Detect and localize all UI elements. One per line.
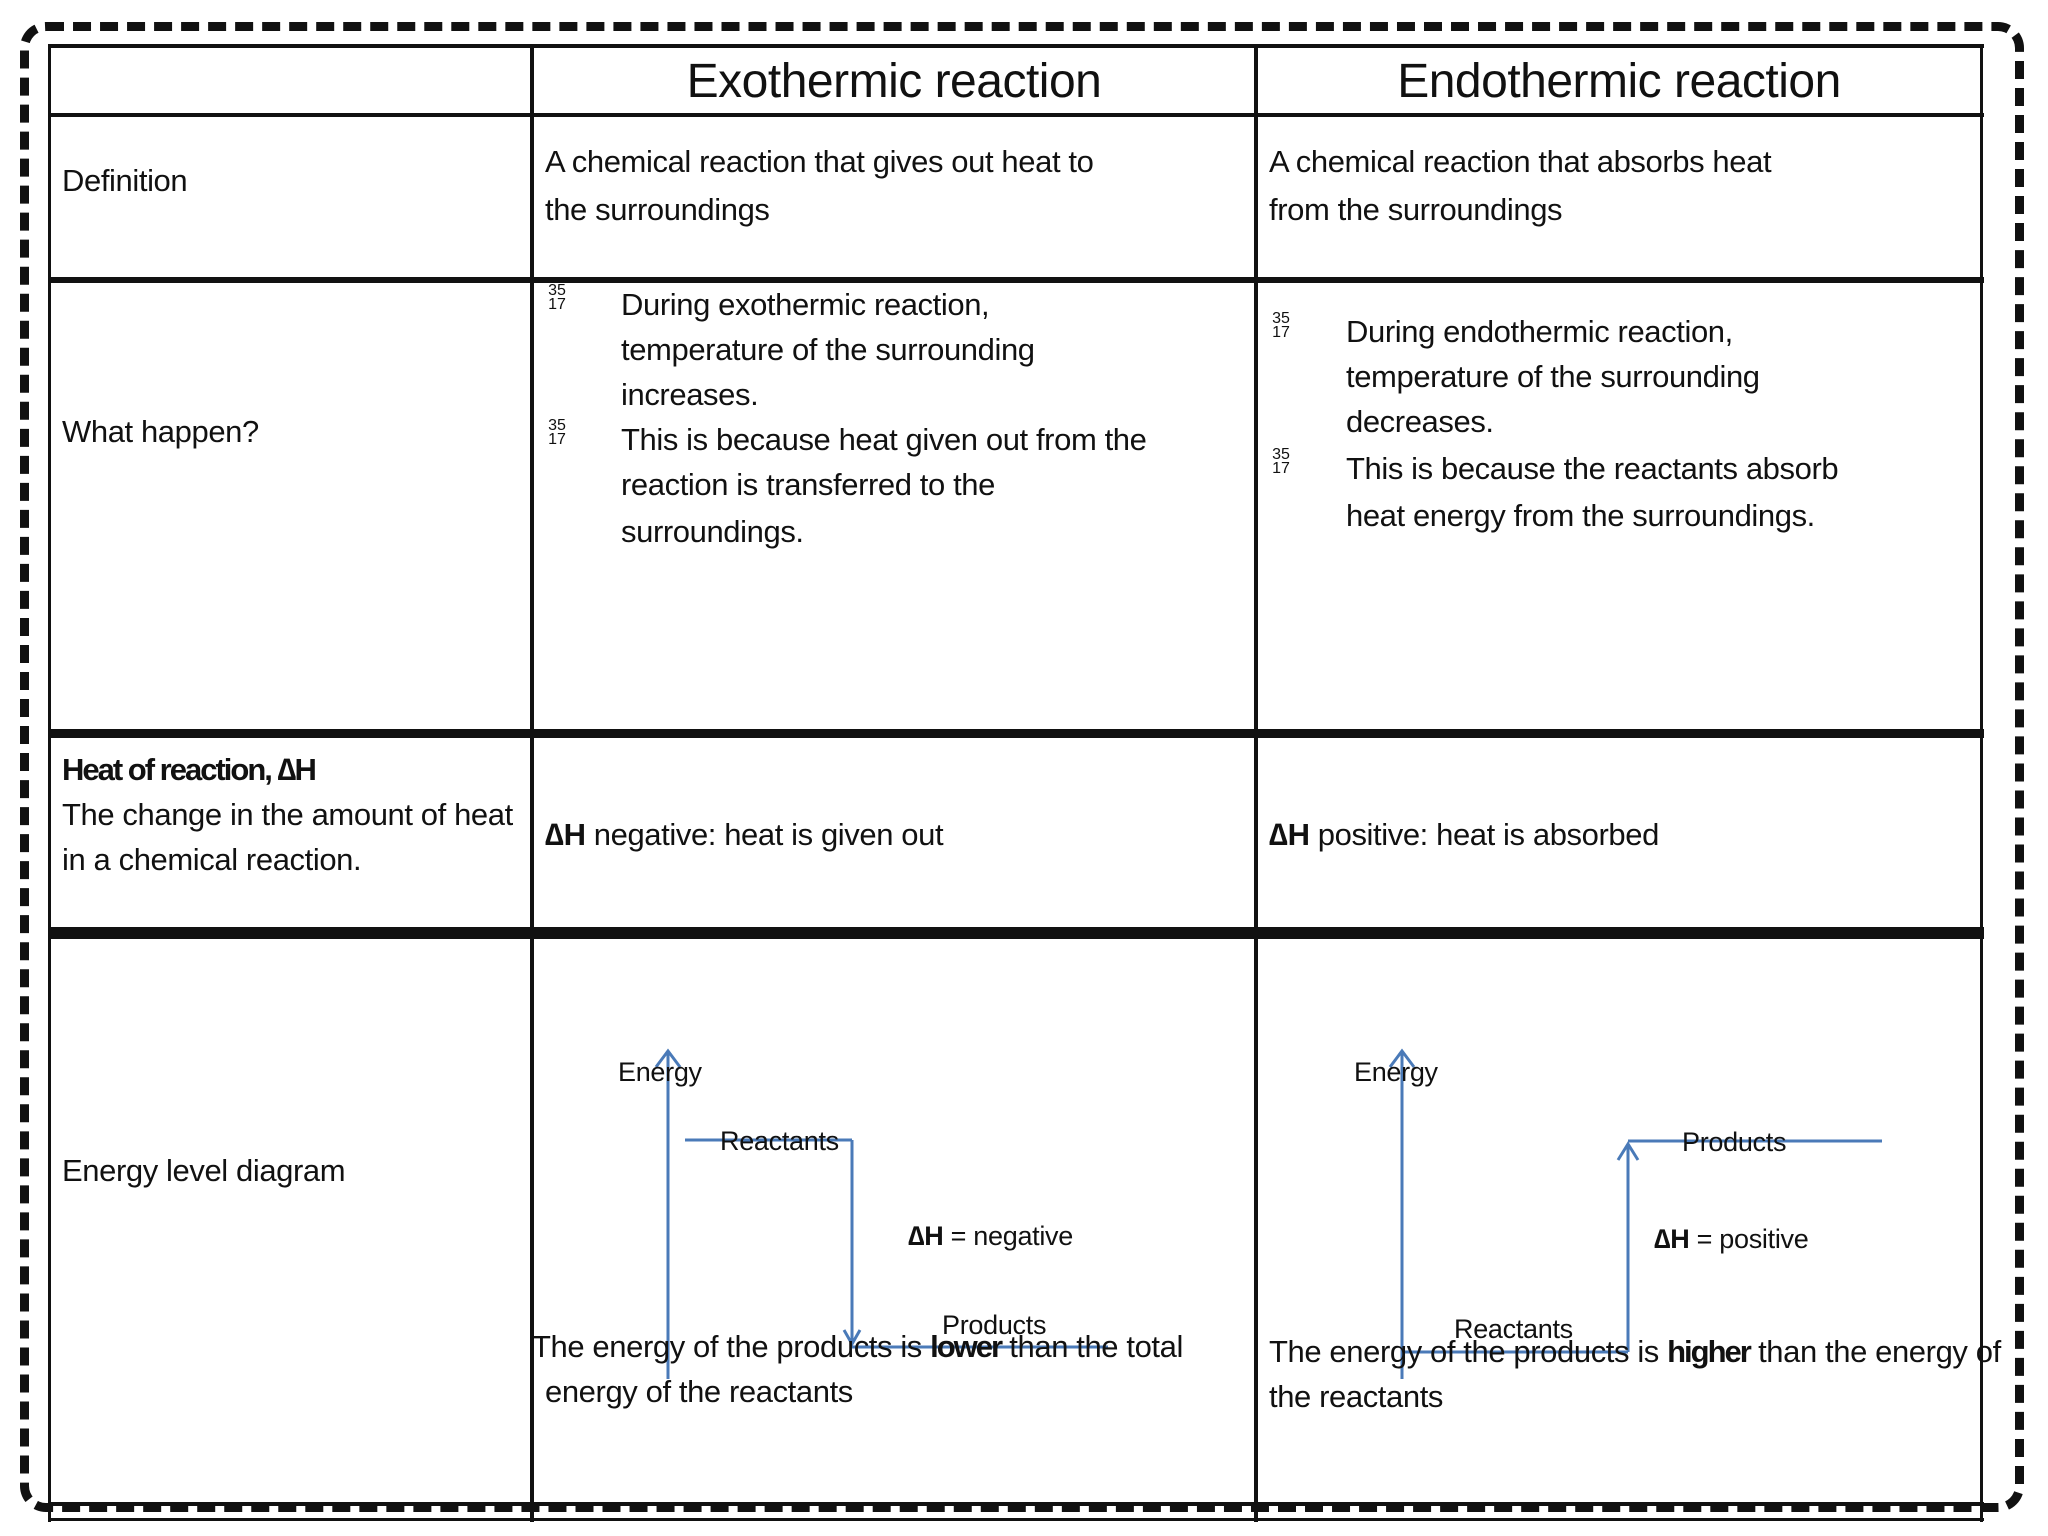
exo-caption-pre: The energy of the products is [532,1329,931,1364]
delta-h-symbol: ∆H [1654,1224,1690,1254]
endo-caption-emphasis: higher [1667,1334,1752,1369]
table-rule-top [48,44,1984,48]
row-label-energy-level-diagram: Energy level diagram [62,1153,346,1188]
endo-delta-h-label: ∆H = positive [1654,1222,1809,1256]
exo-point-2-line-1: This is because heat given out from the [621,422,1147,457]
endo-caption-post: than the energy of [1749,1334,2001,1369]
endo-products-label: Products [1682,1127,1787,1157]
table-col-divider-2 [1254,44,1258,1522]
endo-energy-axis-label: Energy [1354,1057,1438,1087]
exo-point-1-line-1: During exothermic reaction, [621,287,990,322]
exo-energy-axis-label: Energy [618,1057,702,1087]
endo-diagram-caption-line-2: the reactants [1269,1379,1444,1414]
table-rule-what-happen [48,729,1984,738]
row-label-heat-of-reaction: Heat of reaction, ∆H [62,752,317,787]
endo-point-2-line-2: heat energy from the surroundings. [1346,498,1815,533]
heat-definition-line-2: in a chemical reaction. [62,842,362,877]
comparison-table: Exothermic reaction Endothermic reaction… [48,44,2001,1522]
exo-point-2-line-3: surroundings. [621,514,804,549]
exo-energy-diagram [654,1048,1108,1379]
exo-point-1-line-3: increases. [621,377,759,412]
exo-reactants-label: Reactants [720,1126,839,1156]
endo-axis-arrowhead-icon [1388,1048,1416,1068]
definition-exo-line-2: the surroundings [545,192,770,227]
exo-point-1-line-2: temperature of the surrounding [621,332,1035,367]
exo-point-2-line-2: reaction is transferred to the [621,467,995,502]
table-col-left [48,44,51,1522]
endo-energy-diagram [1388,1048,1882,1379]
exo-delta-h-value: = negative [943,1221,1074,1251]
endo-point-1-line-1: During endothermic reaction, [1346,314,1733,349]
table-col-divider-1 [530,44,534,1522]
definition-endo-line-1: A chemical reaction that absorbs heat [1269,144,1772,179]
endo-delta-h-text: positive: heat is absorbed [1309,817,1660,852]
header-exothermic: Exothermic reaction [686,55,1102,108]
delta-h-symbol: ∆H [545,817,586,852]
header-endothermic: Endothermic reaction [1397,55,1841,108]
endo-delta-h-value: = positive [1689,1224,1809,1254]
exo-caption-emphasis: lower [930,1329,1003,1364]
exo-delta-h-text: negative: heat is given out [585,817,944,852]
table-rule-heat [48,927,1984,939]
exo-caption-post: than the total [1001,1329,1183,1364]
exo-products-label: Products [942,1310,1047,1340]
table-rule-bottom [48,1502,1984,1506]
exo-diagram-caption-line-1: The energy of the products is lower than… [532,1324,1183,1369]
exo-delta-h-label: ∆H = negative [908,1219,1073,1253]
table-rule-header [48,113,1984,117]
delta-h-symbol: ∆H [908,1221,944,1251]
endo-point-2-line-1: This is because the reactants absorb [1346,451,1839,486]
table-rule-definition [48,277,1984,283]
endo-point-1-line-2: temperature of the surrounding [1346,359,1760,394]
endo-rise-arrowhead-icon [1616,1141,1640,1161]
heat-definition-line-1: The change in the amount of heat [62,797,513,832]
definition-exo-line-1: A chemical reaction that gives out heat … [545,144,1094,179]
endo-caption-pre: The energy of the products is [1269,1334,1668,1369]
delta-h-symbol: ∆H [1269,817,1310,852]
endo-point-1-line-3: decreases. [1346,404,1494,439]
definition-endo-line-2: from the surroundings [1269,192,1563,227]
exo-axis-arrowhead-icon [654,1048,682,1068]
table-col-right [1980,44,1983,1522]
table-rule-bottom-outer [48,1518,1984,1521]
endo-delta-h-statement: ∆H positive: heat is absorbed [1269,812,1659,857]
row-label-definition: Definition [62,163,188,198]
exo-diagram-caption-line-2: energy of the reactants [545,1374,853,1409]
page-frame [20,22,2024,1512]
endo-reactants-label: Reactants [1454,1314,1573,1344]
exo-delta-h-statement: ∆H negative: heat is given out [545,812,944,857]
exo-drop-arrowhead-icon [842,1329,862,1348]
endo-diagram-caption-line-1: The energy of the products is higher tha… [1269,1329,2001,1374]
row-label-what-happen: What happen? [62,414,259,449]
